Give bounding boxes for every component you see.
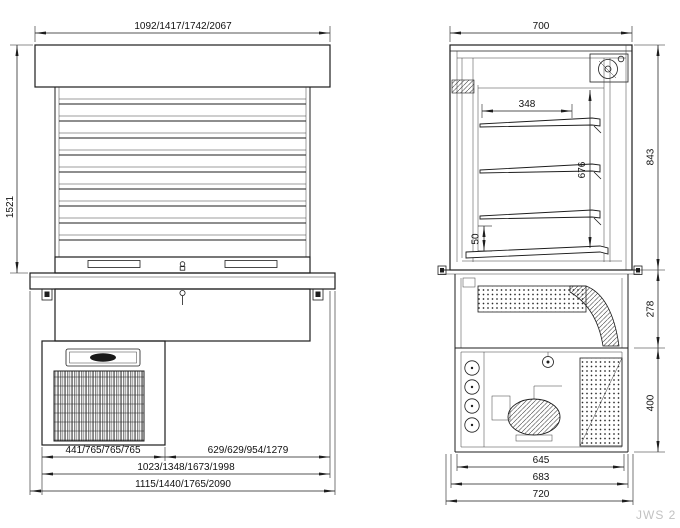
machine-compartment bbox=[41, 340, 166, 446]
dim-front-height: 1521 bbox=[5, 195, 16, 218]
condenser-grille bbox=[579, 357, 623, 447]
counter-clamp-right bbox=[312, 288, 324, 301]
dim-mid-height: 278 bbox=[646, 300, 657, 317]
side-machine-compartment bbox=[454, 348, 629, 453]
side-section-view: 348 676 50 bbox=[437, 21, 665, 505]
front-dimensions: 1092/1417/1742/2067 1521 441/765/765/765… bbox=[5, 21, 336, 495]
air-duct bbox=[569, 285, 620, 347]
brand-plate bbox=[65, 348, 141, 367]
ventilation-grille bbox=[53, 370, 145, 442]
mid-section bbox=[454, 274, 629, 349]
junction-box bbox=[491, 395, 511, 421]
display-deck bbox=[462, 245, 622, 262]
fan-icon bbox=[598, 59, 618, 79]
dim-front-bottom-left: 441/765/765/765 bbox=[65, 445, 141, 456]
perforated-tray bbox=[477, 285, 587, 313]
canopy bbox=[34, 44, 331, 88]
dim-upper-height: 843 bbox=[646, 148, 657, 165]
rail-vent-left bbox=[87, 260, 141, 268]
keyhole-icon bbox=[179, 289, 186, 305]
dim-side-bottom-overall: 720 bbox=[533, 489, 550, 500]
side-height-dimensions: 843 278 400 bbox=[634, 44, 665, 453]
brand-logo-icon bbox=[90, 353, 116, 362]
shelves bbox=[479, 117, 602, 226]
dim-deck-height: 50 bbox=[471, 233, 482, 245]
electrical-knobs bbox=[464, 360, 480, 433]
rail-vent-right bbox=[224, 260, 278, 268]
dim-front-bottom-right: 629/629/954/1279 bbox=[208, 445, 289, 456]
back-panel bbox=[478, 45, 627, 270]
dim-front-top-width: 1092/1417/1742/2067 bbox=[134, 21, 232, 32]
front-rail-section bbox=[451, 79, 475, 94]
side-width-dimensions: 700 645 683 720 bbox=[445, 21, 634, 505]
dim-inner-height: 676 bbox=[577, 161, 588, 178]
side-counter bbox=[437, 265, 643, 275]
dim-shelf-width: 348 bbox=[519, 99, 536, 110]
roller-shutter bbox=[54, 87, 311, 257]
evaporator-fan bbox=[589, 53, 629, 83]
shutter-bottom-rail bbox=[54, 256, 311, 274]
watermark: JWS 2 bbox=[636, 508, 676, 522]
dim-front-bottom-inner: 1023/1348/1673/1998 bbox=[137, 462, 235, 473]
counter-clamp-left bbox=[41, 288, 53, 301]
compressor bbox=[507, 385, 562, 442]
glass-front bbox=[456, 51, 479, 262]
dim-lower-height: 400 bbox=[646, 394, 657, 411]
well-body bbox=[54, 288, 311, 342]
dim-side-top-width: 700 bbox=[533, 21, 550, 32]
front-elevation-view: 1092/1417/1742/2067 1521 441/765/765/765… bbox=[5, 21, 336, 495]
dim-side-bottom-mid: 683 bbox=[533, 472, 550, 483]
dim-side-bottom-inner: 645 bbox=[533, 455, 550, 466]
small-fan-icon bbox=[542, 352, 554, 368]
side-interior-dimensions: 348 676 50 bbox=[471, 90, 592, 252]
dim-front-bottom-overall: 1115/1440/1765/2090 bbox=[135, 479, 231, 490]
shutter-lock-icon bbox=[179, 261, 186, 267]
